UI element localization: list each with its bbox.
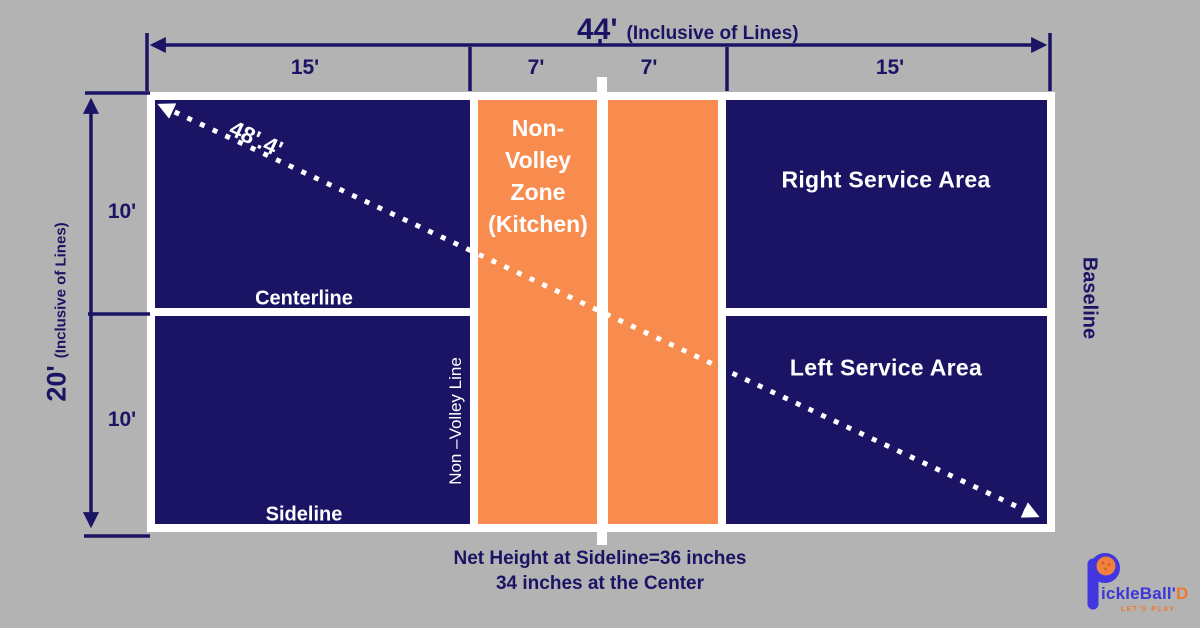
kitchen-line-2: Volley [504,147,572,173]
baseline-label: Baseline [1078,256,1101,340]
segment-7-right: 7' [640,56,658,79]
centerline-label: Centerline [255,287,353,310]
top-dimension-value: 44' [577,13,618,46]
logo-p-icon [1087,553,1120,610]
segment-15-right: 15' [875,56,905,79]
kitchen-line-4: (Kitchen) [488,211,588,237]
segment-15-left: 15' [290,56,320,79]
right-service-area-label: Right Service Area [781,166,991,193]
segment-7-left: 7' [527,56,545,79]
top-dimension-note: (Inclusive of Lines) [626,23,799,44]
logo-tagline: LET'S PLAY [1120,606,1176,613]
left-dimension-label: 20' (Inclusive of Lines) [42,222,73,401]
top-dimension-line [145,33,1052,91]
left-service-area-label: Left Service Area [789,354,983,381]
kitchen-line-1: Non- [511,115,565,141]
top-dimension-label: 44' (Inclusive of Lines) [577,13,799,47]
non-volley-line-label: Non –Volley Line [446,357,465,485]
segment-10-bottom: 10' [107,408,137,431]
left-dimension-note: (Inclusive of Lines) [52,222,70,359]
logo-text-blue: ickleBall' [1101,584,1177,603]
non-volley-zone-label: Non- Volley Zone (Kitchen) [488,112,588,240]
net-height-line-1: Net Height at Sideline=36 inches [453,548,747,569]
left-dimension-value: 20' [41,365,72,402]
brand-logo: ickleBall'D LET'S PLAY [1084,548,1196,620]
net-height-line-2: 34 inches at the Center [495,573,705,594]
kitchen-line-3: Zone [510,179,566,205]
sideline-label: Sideline [265,503,343,526]
logo-text-orange: D [1176,584,1189,603]
left-dimension-line [82,91,150,538]
segment-10-top: 10' [107,200,137,223]
logo-wordmark: ickleBall'D [1101,584,1189,604]
